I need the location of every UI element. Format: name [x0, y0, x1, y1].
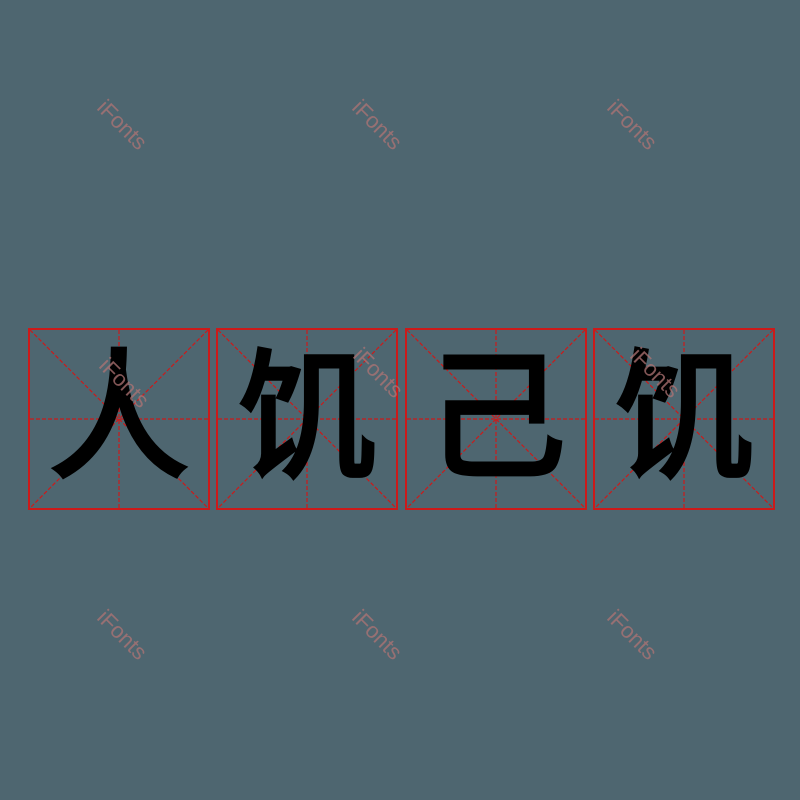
character-glyph: 饥 — [236, 337, 377, 500]
character-glyph: 饥 — [613, 337, 754, 500]
watermark: iFonts — [602, 604, 663, 665]
character-glyph: 人 — [48, 337, 189, 500]
character-cell: 人 iFonts — [28, 328, 210, 510]
watermark: iFonts — [347, 604, 408, 665]
watermark: iFonts — [92, 604, 153, 665]
watermark: iFonts — [92, 94, 153, 155]
character-glyph: 己 — [425, 337, 566, 500]
character-cell: 饥 iFonts — [216, 328, 408, 510]
watermark: iFonts — [602, 94, 663, 155]
character-cell: 己 — [405, 328, 587, 510]
watermark: iFonts — [347, 94, 408, 155]
character-cell: 饥 iFonts — [593, 328, 775, 510]
character-grid-row: 人 iFonts 饥 iFonts 己 — [28, 328, 775, 510]
